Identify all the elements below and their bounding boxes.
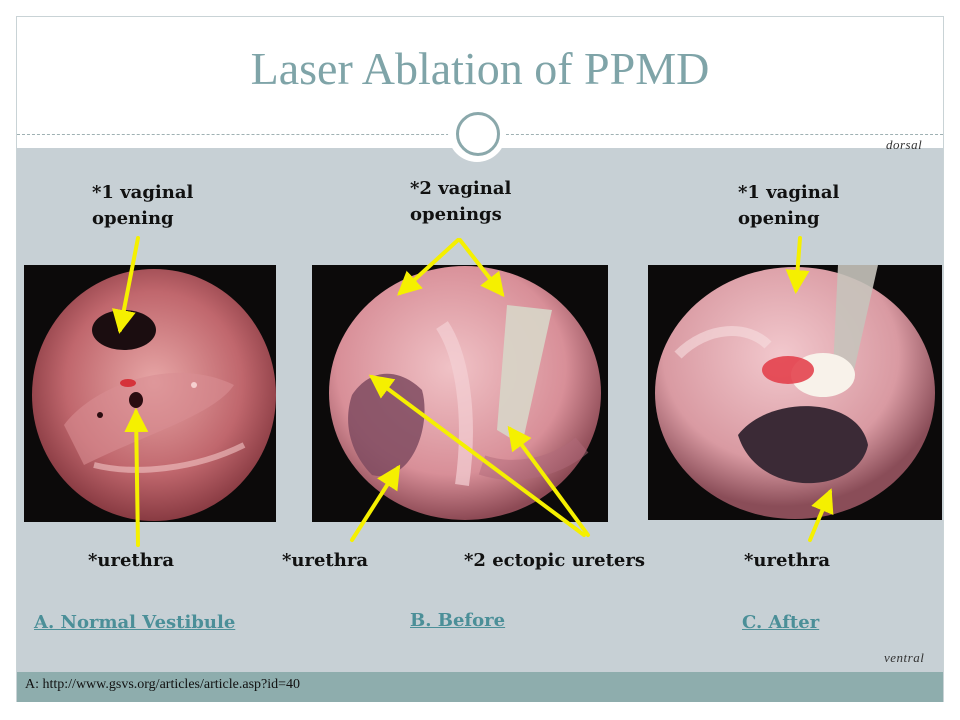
- label-b-ectopic-ureters: *2 ectopic ureters: [464, 550, 645, 571]
- arrow-b-vaginal-right: [458, 238, 505, 298]
- label-b-urethra: *urethra: [282, 550, 368, 571]
- photo-after: [648, 265, 942, 520]
- arrow-a-urethra: [124, 408, 149, 547]
- arrow-b-ureter-right: [507, 425, 590, 537]
- label-b-vaginal-openings: *2 vaginal openings: [410, 176, 511, 228]
- label-a-urethra: *urethra: [88, 550, 174, 571]
- source-citation: A: http://www.gsvs.org/articles/article.…: [25, 677, 301, 692]
- photo-normal-vestibule: [24, 265, 276, 522]
- ventral-label: ventral: [884, 650, 925, 665]
- label-a-top-line-1: *1 vaginal: [92, 182, 194, 203]
- caption-c-after: C. After: [742, 612, 820, 633]
- photo-before: [312, 265, 608, 522]
- arrow-c-vaginal: [785, 236, 810, 294]
- label-c-top-line-1: *1 vaginal: [738, 182, 840, 203]
- slide-title: Laser Ablation of PPMD: [250, 43, 710, 94]
- caption-a-normal-vestibule: A. Normal Vestibule: [34, 612, 236, 633]
- label-a-top-line-2: opening: [92, 208, 174, 229]
- caption-b-before: B. Before: [410, 610, 506, 631]
- footer-bar: A: http://www.gsvs.org/articles/article.…: [17, 672, 943, 702]
- label-c-urethra: *urethra: [744, 550, 830, 571]
- label-a-vaginal-opening: *1 vaginal opening: [92, 180, 193, 232]
- label-b-top-line-2: openings: [410, 204, 502, 225]
- arrow-a-vaginal: [112, 236, 140, 334]
- label-c-top-line-2: opening: [738, 208, 820, 229]
- circle-ornament-icon: [448, 104, 506, 162]
- arrow-b-urethra: [350, 464, 401, 542]
- arrow-b-vaginal-left: [397, 238, 460, 296]
- arrow-b-ureter-left: [368, 374, 586, 537]
- label-b-top-line-1: *2 vaginal: [410, 178, 512, 199]
- label-c-vaginal-opening: *1 vaginal opening: [738, 180, 839, 232]
- arrow-c-urethra: [808, 488, 834, 542]
- dorsal-label: dorsal: [886, 137, 923, 152]
